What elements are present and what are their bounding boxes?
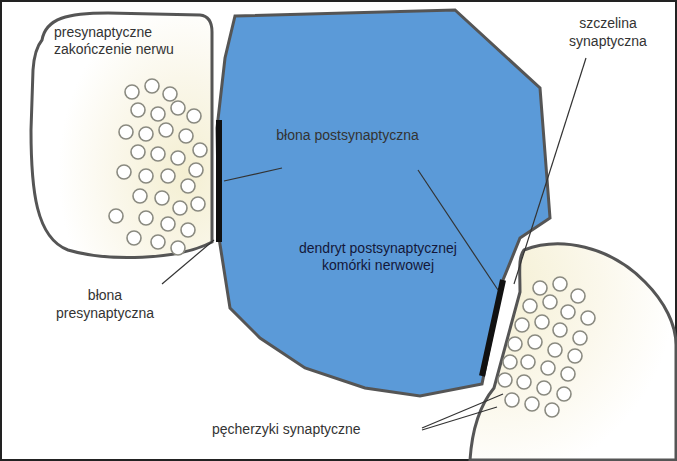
dendrite-outline bbox=[205, 8, 565, 400]
vesicle bbox=[561, 367, 575, 381]
vesicle bbox=[581, 311, 595, 325]
vesicle bbox=[521, 355, 535, 369]
vesicle bbox=[568, 349, 582, 363]
vesicle bbox=[561, 305, 575, 319]
vesicle bbox=[553, 277, 567, 291]
vesicle bbox=[573, 331, 587, 345]
vesicle bbox=[543, 295, 557, 309]
leader-line bbox=[224, 168, 282, 181]
vesicle-label: pęcherzyki synaptyczne bbox=[212, 420, 420, 438]
leader-line bbox=[422, 407, 497, 430]
vesicle bbox=[498, 373, 512, 387]
leader-line bbox=[422, 394, 503, 428]
vesicle bbox=[535, 315, 549, 329]
vesicle bbox=[517, 375, 531, 389]
membrane-label: błona postsynaptyczna bbox=[270, 126, 425, 144]
leader-line bbox=[418, 170, 498, 290]
leader-line bbox=[162, 240, 214, 284]
synaptic-vesicles bbox=[498, 277, 595, 417]
dendrite: dendryt postsynaptycznej komórki nerwowe… bbox=[205, 8, 565, 400]
vesicle bbox=[553, 323, 567, 337]
vesicle bbox=[533, 281, 547, 295]
membrane-bar bbox=[216, 120, 222, 242]
membrane-label: błona presynaptyczna bbox=[40, 286, 170, 322]
membrane-bar bbox=[482, 280, 503, 376]
vesicle bbox=[525, 397, 539, 411]
vesicle bbox=[508, 337, 522, 351]
vesicle bbox=[537, 381, 551, 395]
node-label: presynaptyczne zakończenie nerwu bbox=[54, 24, 194, 58]
leader-line bbox=[514, 58, 586, 284]
vesicle bbox=[541, 361, 555, 375]
vesicle bbox=[523, 299, 537, 313]
vesicle bbox=[571, 289, 585, 303]
vesicle bbox=[505, 393, 519, 407]
vesicle bbox=[503, 355, 517, 369]
vesicle bbox=[515, 318, 529, 332]
cleft-label: szczelina synaptyczna bbox=[548, 14, 668, 50]
vesicle bbox=[557, 387, 571, 401]
presynaptic-terminal: presynaptyczne zakończenie nerwu bbox=[28, 10, 218, 265]
vesicle bbox=[528, 335, 542, 349]
vesicle bbox=[545, 403, 559, 417]
node-label: dendryt postsynaptycznej komórki nerwowe… bbox=[293, 240, 463, 274]
vesicle bbox=[548, 343, 562, 357]
